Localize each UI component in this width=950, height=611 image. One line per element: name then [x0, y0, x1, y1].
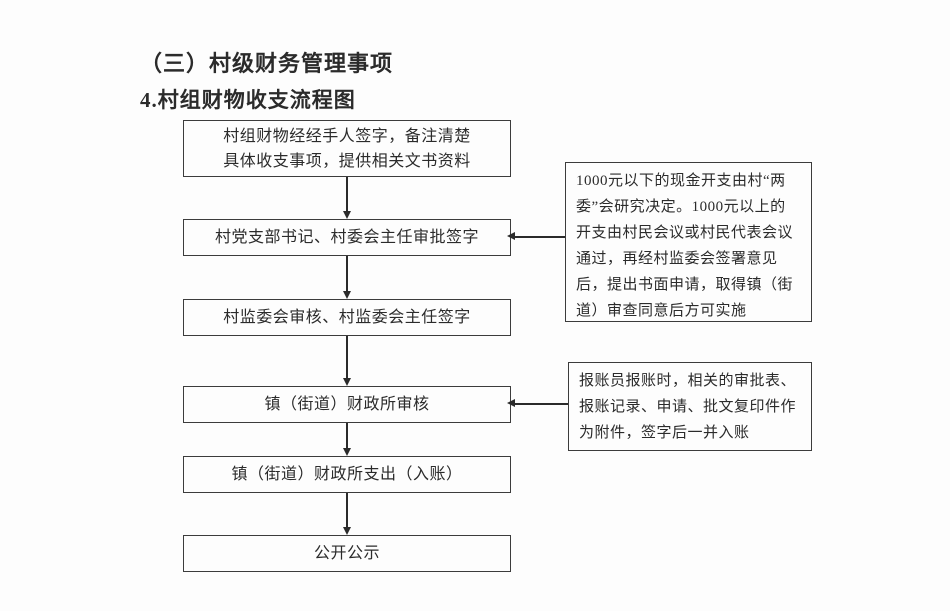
flow-node-public-disclosure: 公开公示	[183, 535, 511, 572]
diagram-title: 4.村组财物收支流程图	[140, 88, 356, 112]
arrow-down-1	[343, 177, 350, 219]
arrow-left-2	[507, 400, 568, 407]
flow-node-label-line2: 具体收支事项，提供相关文书资料	[223, 152, 471, 170]
flow-node-finance-office-payment: 镇（街道）财政所支出（入账）	[183, 456, 511, 493]
flow-node-label: 镇（街道）财政所支出（入账）	[231, 466, 463, 483]
flow-node-label-line1: 村组财物经经手人签字，备注清楚	[223, 127, 471, 145]
arrow-down-3	[343, 336, 350, 386]
flow-node-handler-signature: 村组财物经经手人签字，备注清楚 具体收支事项，提供相关文书资料	[183, 120, 511, 177]
flow-node-label: 村监委会审核、村监委会主任签字	[223, 309, 471, 326]
flow-node-secretary-approval: 村党支部书记、村委会主任审批签字	[183, 219, 511, 256]
arrow-down-4	[343, 423, 350, 456]
flow-node-label: 村党支部书记、村委会主任审批签字	[214, 229, 479, 246]
annotation-text: 报账员报账时，相关的审批表、报账记录、申请、批文复印件作为附件，签字后一并入账	[579, 373, 797, 441]
section-heading: （三）村级财务管理事项	[140, 51, 394, 76]
arrow-down-2	[343, 256, 350, 299]
annotation-approval-rules: 1000元以下的现金开支由村“两委”会研究决定。1000元以上的开支由村民会议或…	[565, 162, 812, 322]
flow-node-label: 镇（街道）财政所审核	[264, 396, 430, 413]
flow-node-finance-office-review: 镇（街道）财政所审核	[183, 386, 511, 423]
flow-node-supervision-review: 村监委会审核、村监委会主任签字	[183, 299, 511, 336]
arrow-left-1	[507, 233, 565, 240]
annotation-text: 1000元以下的现金开支由村“两委”会研究决定。1000元以上的开支由村民会议或…	[576, 173, 794, 319]
flow-node-label: 公开公示	[313, 545, 380, 562]
annotation-bookkeeping-rules: 报账员报账时，相关的审批表、报账记录、申请、批文复印件作为附件，签字后一并入账	[568, 362, 812, 451]
arrow-down-5	[343, 493, 350, 535]
